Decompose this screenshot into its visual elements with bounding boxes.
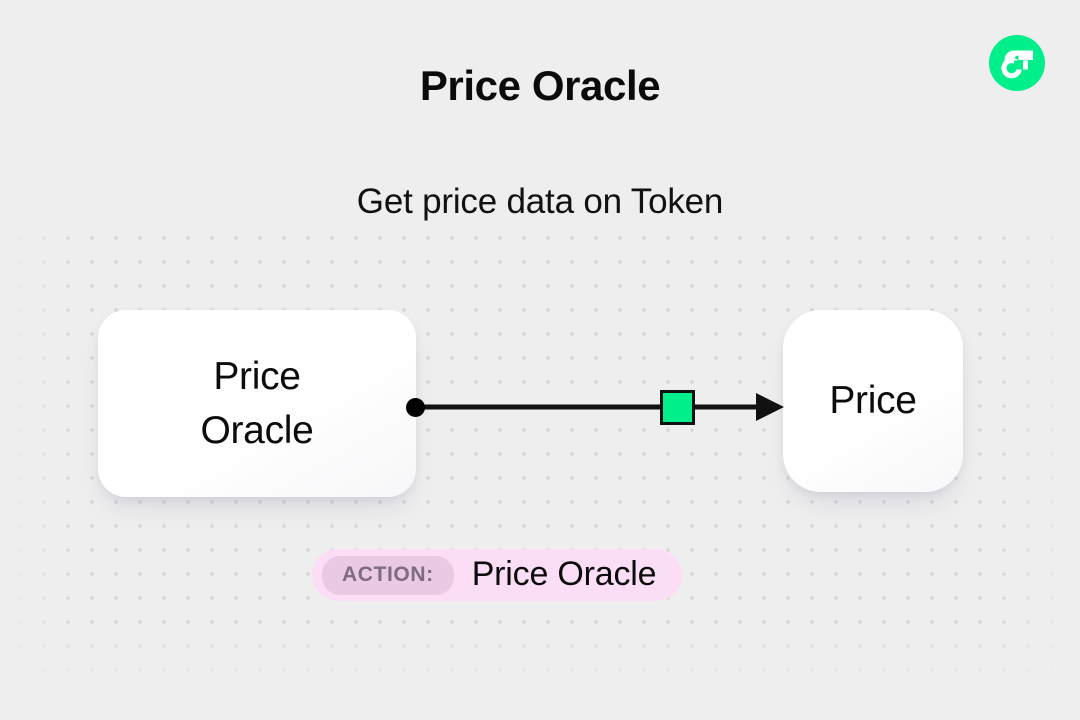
node-price-oracle-label: Price Oracle	[200, 354, 314, 452]
node-price-oracle[interactable]: Price Oracle	[98, 310, 416, 497]
action-badge: ACTION: Price Oracle	[312, 549, 683, 601]
page-subtitle: Get price data on Token	[356, 182, 724, 221]
flow-logo-icon	[989, 35, 1045, 91]
connector-flow-marker[interactable]	[660, 390, 695, 425]
action-chip-label: ACTION:	[322, 555, 454, 595]
action-value: Price Oracle	[471, 554, 657, 593]
node-price[interactable]: Price	[783, 310, 963, 492]
page-title: Price Oracle	[419, 62, 661, 109]
connector-source-dot	[406, 398, 425, 417]
node-price-label: Price	[829, 379, 917, 423]
